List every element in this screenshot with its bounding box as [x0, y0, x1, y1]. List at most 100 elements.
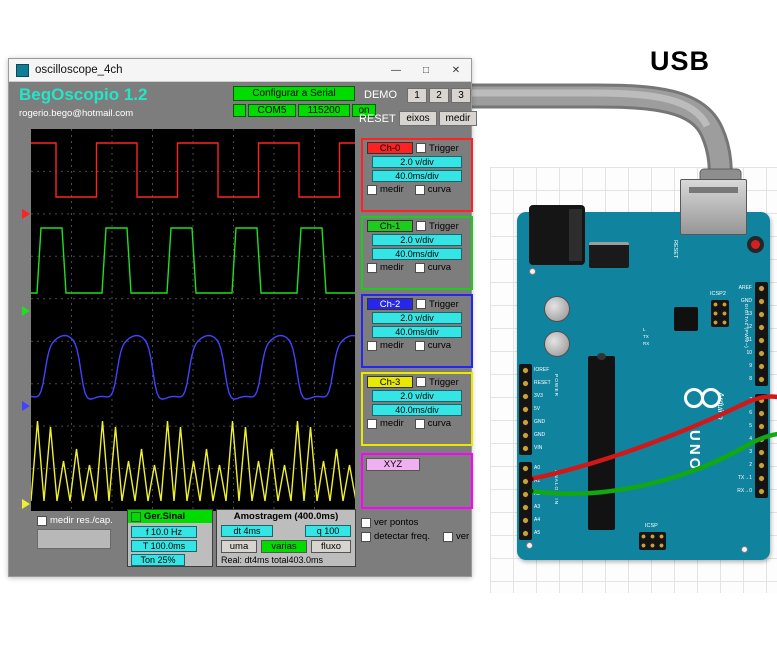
- pin-label: A2: [534, 491, 541, 497]
- detectar-freq-checkbox[interactable]: [361, 531, 371, 542]
- gersinal-ton-field[interactable]: Ton 25%: [131, 554, 185, 566]
- pin-label: 4: [749, 436, 752, 442]
- curva-checkbox[interactable]: [414, 418, 425, 429]
- amostragem-title: Amostragem (400.0ms): [233, 511, 339, 522]
- channel-name-badge: Ch-2: [367, 298, 413, 310]
- volts-per-div-field[interactable]: 2.0 v/div: [372, 390, 462, 402]
- pin-label: 9: [749, 363, 752, 369]
- author-email: rogerio.bego@hotmail.com: [19, 108, 134, 119]
- app-icon: [16, 63, 29, 77]
- serial-port-field[interactable]: COM5: [248, 104, 296, 117]
- curva-checkbox[interactable]: [414, 340, 425, 351]
- varias-button[interactable]: varias: [261, 540, 307, 553]
- time-per-div-field[interactable]: 40.0ms/div: [372, 248, 462, 260]
- oscilloscope-window: oscilloscope_4ch — □ ✕ BegOscopio 1.2 ro…: [8, 58, 477, 577]
- reset-medir-button[interactable]: medir: [439, 111, 477, 126]
- channel-zero-marker[interactable]: [22, 401, 30, 411]
- channel-zero-marker[interactable]: [22, 306, 30, 316]
- medir-checkbox[interactable]: [367, 418, 377, 429]
- fluxo-button[interactable]: fluxo: [311, 540, 351, 553]
- gersinal-period-field[interactable]: T 100.0ms: [131, 540, 197, 552]
- analog-group-label: ANALOG IN: [553, 470, 558, 506]
- icsp-header: [639, 532, 666, 550]
- channel-zero-marker[interactable]: [22, 499, 30, 509]
- trigger-checkbox[interactable]: [416, 299, 426, 309]
- pin-label: 3: [749, 449, 752, 455]
- pin-label: GND: [740, 298, 752, 304]
- model-label: UNO: [686, 430, 703, 473]
- channel-zero-marker[interactable]: [22, 209, 30, 219]
- power-pin-header[interactable]: [519, 364, 532, 455]
- curva-label: curva: [427, 340, 451, 351]
- pin-label: VIN: [534, 445, 543, 451]
- pin-label: 8: [749, 376, 752, 382]
- maximize-button[interactable]: □: [422, 64, 430, 76]
- medir-checkbox[interactable]: [367, 184, 377, 195]
- pin-label: A0: [534, 465, 541, 471]
- medir-checkbox[interactable]: [367, 340, 377, 351]
- usb-controller-chip: [674, 307, 698, 331]
- gersinal-freq-field[interactable]: f 10.0 Hz: [131, 526, 197, 538]
- medir-checkbox[interactable]: [367, 262, 377, 273]
- capacitor: [544, 331, 570, 357]
- configure-serial-button[interactable]: Configurar a Serial: [233, 86, 355, 101]
- analog-pin-header[interactable]: [519, 462, 532, 540]
- medir-res-checkbox[interactable]: [37, 515, 47, 526]
- close-button[interactable]: ✕: [451, 64, 461, 76]
- pin-label: 5V: [534, 406, 541, 412]
- xyz-button[interactable]: XYZ: [366, 458, 420, 471]
- app-title: BegOscopio 1.2: [19, 85, 148, 104]
- channel-name-badge: Ch-1: [367, 220, 413, 232]
- ver-pontos-checkbox[interactable]: [361, 517, 371, 528]
- curva-checkbox[interactable]: [414, 262, 425, 273]
- reset-silkscreen-label: RESET: [672, 240, 678, 259]
- reset-button[interactable]: [747, 236, 764, 253]
- digital-pin-header-top[interactable]: [755, 282, 768, 386]
- channel-panel-0: Ch-0 Trigger 2.0 v/div 40.0ms/div medir …: [361, 138, 473, 212]
- reset-eixos-button[interactable]: eixos: [399, 111, 437, 126]
- trigger-checkbox[interactable]: [416, 377, 426, 387]
- demo-button-3[interactable]: 3: [451, 88, 471, 103]
- pin-label: L: [643, 327, 646, 332]
- ver-row: ver: [443, 531, 469, 542]
- time-per-div-field[interactable]: 40.0ms/div: [372, 404, 462, 416]
- real-sampling-label: Real: dt4ms total403.0ms: [221, 555, 324, 565]
- volts-per-div-field[interactable]: 2.0 v/div: [372, 234, 462, 246]
- channel-panel-3: Ch-3 Trigger 2.0 v/div 40.0ms/div medir …: [361, 372, 473, 446]
- demo-button-2[interactable]: 2: [429, 88, 449, 103]
- pin-label: A1: [534, 478, 541, 484]
- trigger-checkbox[interactable]: [416, 143, 426, 153]
- minimize-button[interactable]: —: [391, 64, 401, 76]
- curva-checkbox[interactable]: [414, 184, 425, 195]
- digital-group-label: DIGITAL (PWM~): [743, 304, 748, 349]
- demo-button-1[interactable]: 1: [407, 88, 427, 103]
- serial-auto-button[interactable]: [233, 104, 246, 117]
- medir-label: medir: [380, 418, 404, 429]
- mounting-hole: [741, 546, 748, 553]
- digital-pin-header-bottom[interactable]: [755, 394, 768, 498]
- serial-on-button[interactable]: on: [352, 104, 376, 117]
- icsp-label: ICSP: [645, 523, 658, 529]
- volts-per-div-field[interactable]: 2.0 v/div: [372, 312, 462, 324]
- time-per-div-field[interactable]: 40.0ms/div: [372, 326, 462, 338]
- pin-label: RESET: [534, 380, 551, 386]
- ch0-trace: [26, 142, 422, 198]
- volts-per-div-field[interactable]: 2.0 v/div: [372, 156, 462, 168]
- gersinal-checkbox[interactable]: [131, 511, 141, 522]
- trigger-label: Trigger: [429, 220, 459, 232]
- serial-baud-field[interactable]: 115200: [298, 104, 350, 117]
- trigger-checkbox[interactable]: [416, 221, 426, 231]
- title-bar[interactable]: oscilloscope_4ch — □ ✕: [9, 59, 471, 82]
- dt-field[interactable]: dt 4ms: [221, 525, 273, 537]
- ver-checkbox[interactable]: [443, 531, 453, 542]
- icsp2-header: [711, 300, 729, 327]
- pin-label: 3V3: [534, 393, 543, 399]
- trigger-label: Trigger: [429, 298, 459, 310]
- uma-button[interactable]: uma: [221, 540, 257, 553]
- time-per-div-field[interactable]: 40.0ms/div: [372, 170, 462, 182]
- q-field[interactable]: q 100: [305, 525, 351, 537]
- curva-label: curva: [427, 418, 451, 429]
